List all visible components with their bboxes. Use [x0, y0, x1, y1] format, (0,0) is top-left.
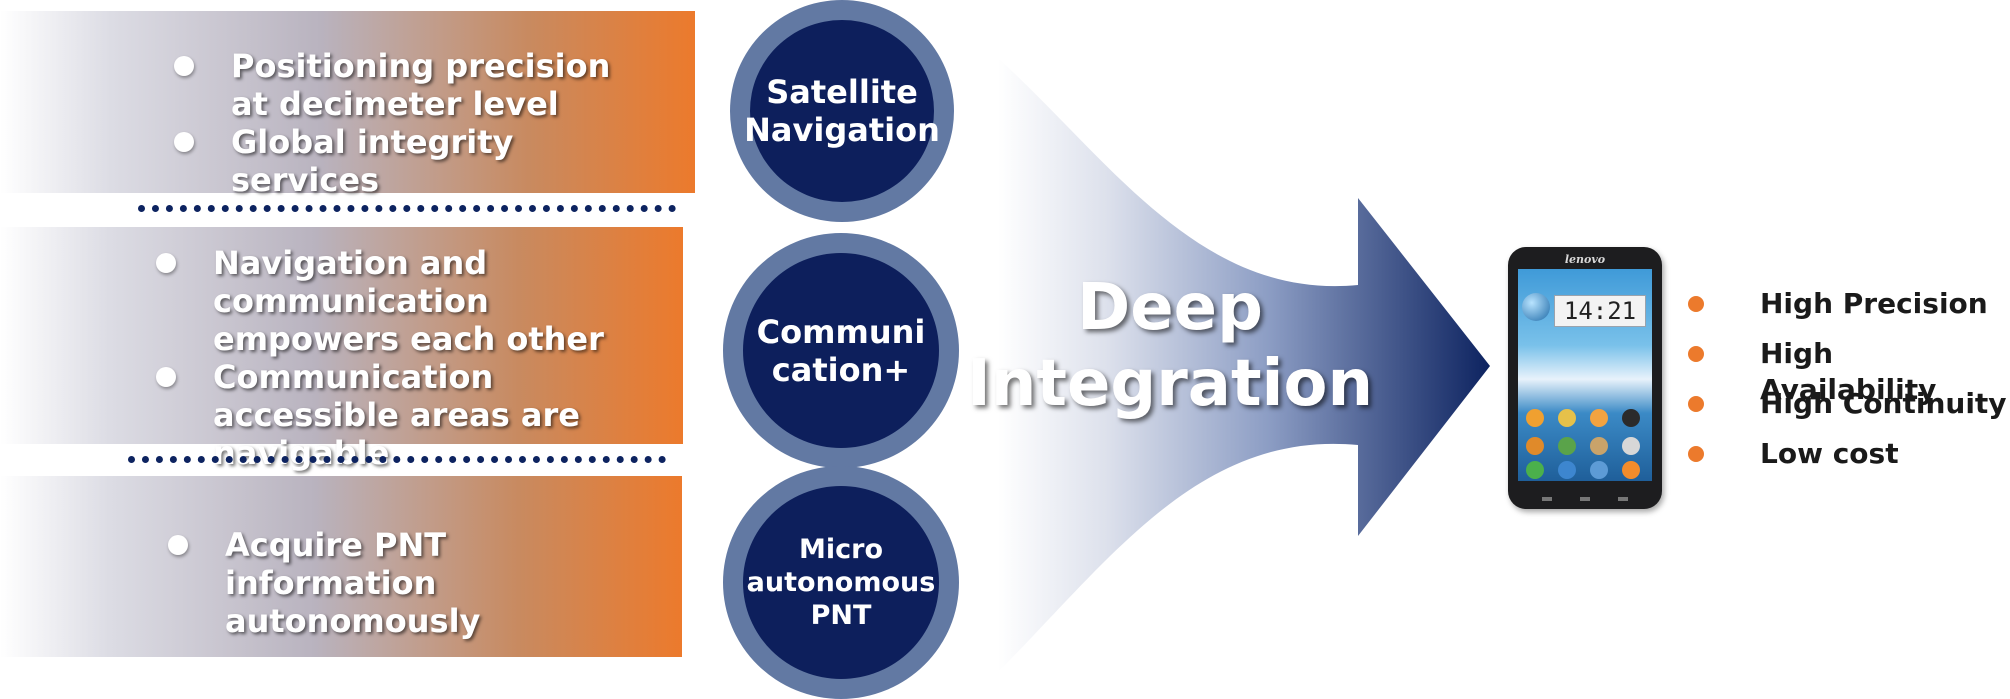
app-icon	[1558, 409, 1576, 427]
smartphone-image: lenovo 14:21	[1508, 247, 1662, 509]
benefit-item: Low cost	[1688, 436, 2010, 486]
app-icon	[1622, 437, 1640, 455]
dock-icon	[1558, 461, 1576, 479]
panel-bullet-item: Positioning precision at decimeter level	[174, 47, 651, 123]
app-icon	[1590, 437, 1608, 455]
phone-clock-widget: 14:21	[1554, 295, 1646, 327]
feature-panel-communication: Navigation and communication empowers ea…	[0, 227, 683, 472]
panel-bullet-list: Navigation and communication empowers ea…	[156, 244, 668, 472]
benefit-text: High Precision	[1760, 287, 1988, 320]
weather-globe-icon	[1522, 293, 1550, 321]
panel-bullet-list: Acquire PNT information autonomously	[168, 526, 655, 640]
circle-micro-pnt: Micro autonomous PNT	[723, 466, 959, 699]
circle-label: Satellite Navigation	[744, 73, 940, 149]
panel-bullet-item: Communication accessible areas are navig…	[156, 358, 668, 472]
app-icon	[1590, 409, 1608, 427]
softkey-icon	[1580, 497, 1590, 501]
bullet-icon	[1688, 396, 1704, 412]
panel-bullet-text: Communication accessible areas are navig…	[213, 358, 580, 472]
bullet-icon	[174, 56, 194, 76]
phone-brand-logo: lenovo	[1564, 253, 1606, 266]
panel-bullet-list: Positioning precision at decimeter level…	[174, 47, 651, 199]
app-icon	[1622, 409, 1640, 427]
circle-satellite-navigation: Satellite Navigation	[730, 0, 954, 222]
deep-integration-title: Deep Integration	[967, 271, 1373, 421]
bullet-icon	[156, 253, 176, 273]
bullet-icon	[1688, 446, 1704, 462]
dotted-divider	[138, 205, 676, 212]
benefit-item: High Continuity	[1688, 386, 2010, 436]
softkey-icon	[1542, 497, 1552, 501]
app-icon	[1558, 437, 1576, 455]
benefit-list: High Precision High Availability High Co…	[1688, 286, 2010, 486]
panel-bullet-text: Global integrity services	[231, 123, 514, 199]
feature-panel-pnt: Acquire PNT information autonomously	[0, 476, 682, 657]
benefit-item: High Precision	[1688, 286, 2010, 336]
panel-bullet-item: Global integrity services	[174, 123, 651, 199]
panel-bullet-item: Acquire PNT information autonomously	[168, 526, 655, 640]
dock-icon	[1622, 461, 1640, 479]
panel-bullet-text: Navigation and communication empowers ea…	[213, 244, 604, 358]
app-icon	[1526, 437, 1544, 455]
bullet-icon	[156, 367, 176, 387]
bullet-icon	[1688, 346, 1704, 362]
dock-icon	[1590, 461, 1608, 479]
benefit-text: High Continuity	[1760, 387, 2007, 420]
bullet-icon	[174, 132, 194, 152]
phone-screen: 14:21	[1518, 269, 1652, 481]
benefit-text: High Availability	[1760, 337, 1937, 406]
feature-panel-satellite: Positioning precision at decimeter level…	[0, 11, 695, 199]
panel-bullet-text: Positioning precision at decimeter level	[231, 47, 611, 123]
panel-bullet-text: Acquire PNT information autonomously	[225, 526, 481, 640]
benefit-text: Low cost	[1760, 437, 1899, 470]
dotted-divider	[128, 456, 666, 463]
dock-icon	[1526, 461, 1544, 479]
bullet-icon	[168, 535, 188, 555]
app-icon	[1526, 409, 1544, 427]
benefit-item: High Availability	[1688, 336, 2010, 406]
circle-label: Communi cation+	[756, 312, 926, 389]
panel-bullet-item: Navigation and communication empowers ea…	[156, 244, 668, 358]
circle-label: Micro autonomous PNT	[746, 534, 936, 631]
softkey-icon	[1618, 497, 1628, 501]
circle-communication: Communi cation+	[723, 233, 959, 468]
bullet-icon	[1688, 296, 1704, 312]
